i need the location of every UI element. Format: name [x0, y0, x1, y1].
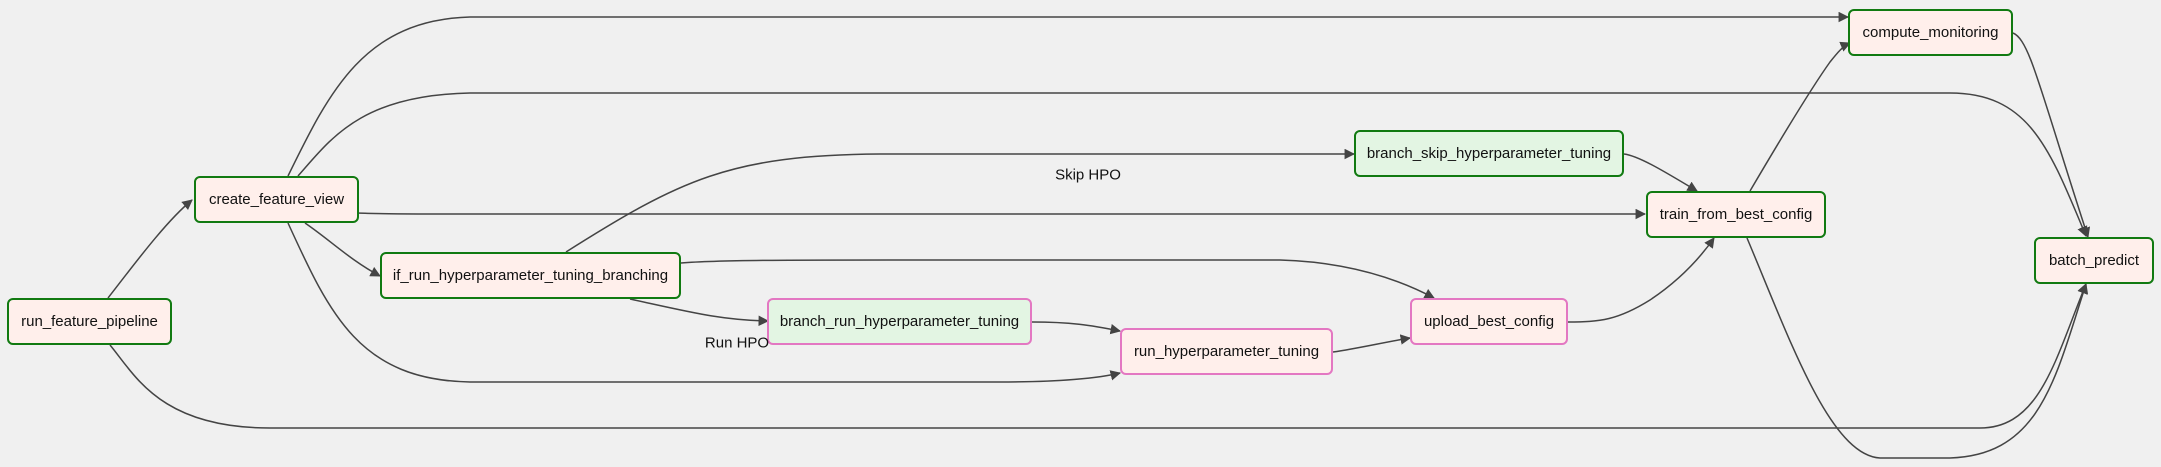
node-if_run_hyperparameter_tuning_branching[interactable]: if_run_hyperparameter_tuning_branching — [380, 252, 681, 299]
node-label: run_feature_pipeline — [21, 313, 158, 330]
node-upload_best_config[interactable]: upload_best_config — [1410, 298, 1568, 345]
node-label: upload_best_config — [1423, 313, 1555, 330]
node-label: batch_predict — [2048, 252, 2140, 269]
edge-branch_skip_hyperparameter_tuning-train_from_best_config — [1623, 153, 1698, 192]
node-label: compute_monitoring — [1862, 24, 1999, 41]
edge-train_from_best_config-batch_predict — [1746, 237, 2089, 459]
edge-branch_run_hyperparameter_tuning-run_hyperparameter_tuning — [1031, 321, 1122, 335]
edge-compute_monitoring-batch_predict — [2012, 32, 2091, 238]
edge-label-skip-hpo: Skip HPO — [1055, 166, 1121, 184]
edge-upload_best_config-train_from_best_config — [1567, 237, 1715, 323]
node-branch_run_hyperparameter_tuning[interactable]: branch_run_hyperparameter_tuning — [767, 298, 1032, 345]
node-run_feature_pipeline[interactable]: run_feature_pipeline — [7, 298, 172, 345]
node-label: train_from_best_config — [1659, 206, 1813, 223]
edge-create_feature_view-run_hyperparameter_tuning — [287, 222, 1122, 383]
edge-if_run_hyperparameter_tuning_branching-upload_best_config — [680, 259, 1435, 299]
edge-if_run_hyperparameter_tuning_branching-branch_skip_hyperparameter_tuning — [565, 148, 1356, 253]
edge-create_feature_view-compute_monitoring — [287, 11, 1850, 177]
edge-train_from_best_config-compute_monitoring — [1749, 41, 1851, 192]
node-create_feature_view[interactable]: create_feature_view — [194, 176, 359, 223]
edge-create_feature_view-batch_predict — [297, 92, 2088, 237]
edge-create_feature_view-if_run_hyperparameter_tuning_branching — [304, 222, 381, 277]
edge-label-run-hpo: Run HPO — [704, 334, 770, 352]
node-label: if_run_hyperparameter_tuning_branching — [392, 267, 669, 284]
edge-run_hyperparameter_tuning-upload_best_config — [1332, 334, 1412, 353]
node-branch_skip_hyperparameter_tuning[interactable]: branch_skip_hyperparameter_tuning — [1354, 130, 1624, 177]
node-train_from_best_config[interactable]: train_from_best_config — [1646, 191, 1826, 238]
node-label: branch_skip_hyperparameter_tuning — [1366, 145, 1612, 162]
node-label: create_feature_view — [208, 191, 345, 208]
edge-run_feature_pipeline-create_feature_view — [107, 199, 193, 299]
edge-create_feature_view-train_from_best_config — [357, 208, 1647, 220]
node-batch_predict[interactable]: batch_predict — [2034, 237, 2154, 284]
node-compute_monitoring[interactable]: compute_monitoring — [1848, 9, 2013, 56]
node-label: branch_run_hyperparameter_tuning — [779, 313, 1020, 330]
node-run_hyperparameter_tuning[interactable]: run_hyperparameter_tuning — [1120, 328, 1333, 375]
edge-run_feature_pipeline-batch_predict — [109, 283, 2088, 429]
edge-if_run_hyperparameter_tuning_branching-branch_run_hyperparameter_tuning — [629, 298, 770, 327]
node-label: run_hyperparameter_tuning — [1133, 343, 1320, 360]
